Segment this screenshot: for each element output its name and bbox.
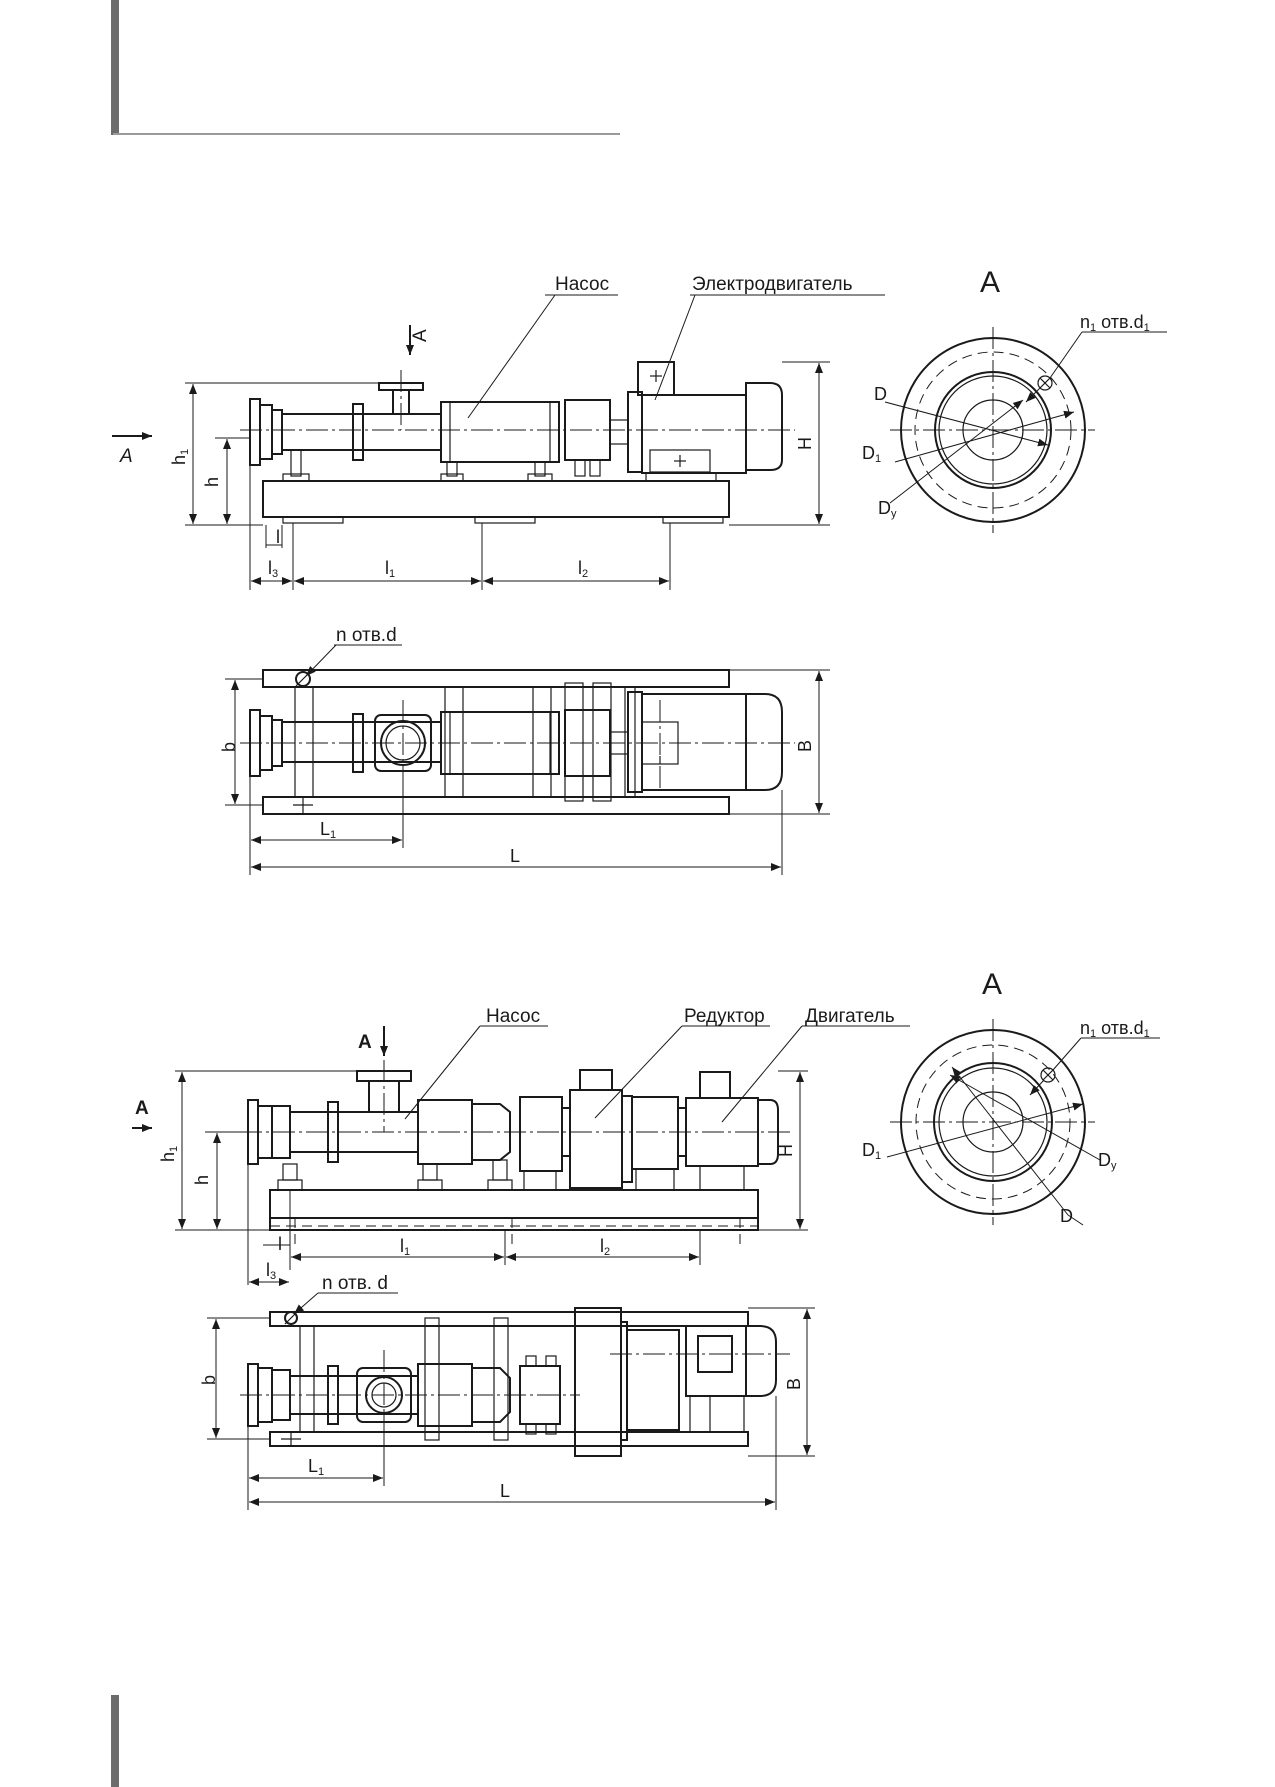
holes-label: n отв.d — [336, 625, 397, 646]
drawing2-top-view — [240, 1307, 790, 1457]
holes2-label: n отв. d — [322, 1273, 388, 1294]
dim2-l: l — [278, 1234, 282, 1254]
flange-D-label: D — [874, 384, 887, 404]
dim2-l3: l3 — [266, 1260, 276, 1282]
flange2-holes-label: n1 отв.d1 — [1080, 1018, 1150, 1040]
drawing1-dimensions — [185, 361, 830, 590]
pump2-leader — [404, 1025, 481, 1120]
view2-label: A — [135, 1098, 149, 1119]
drawing1-top-dimensions — [225, 669, 830, 875]
dim-b: b — [219, 742, 239, 752]
pump2-label: Насос — [486, 1006, 540, 1027]
dim2-h: h — [192, 1175, 212, 1185]
dim-l1: l1 — [385, 558, 395, 580]
view-label: A — [119, 446, 133, 467]
flange-view-title: A — [980, 266, 1000, 299]
dim2-B: B — [784, 1378, 804, 1390]
dim-h1: h1 — [169, 449, 191, 465]
drawing2-top-dimensions — [207, 1307, 815, 1510]
dim2-b: b — [199, 1375, 219, 1385]
motor2-leader — [721, 1025, 803, 1123]
drawing2-dimensions — [175, 1070, 808, 1286]
reducer-leader — [594, 1025, 683, 1119]
section2-letter: A — [358, 1032, 372, 1053]
dim2-h1: h1 — [158, 1146, 180, 1162]
drawing2-side-view — [240, 1060, 790, 1245]
dim-l2: l2 — [578, 558, 588, 580]
dim2-L1: L1 — [308, 1456, 324, 1478]
flange-Dy-label: Dy — [878, 498, 897, 520]
flange-holes-label: n1 отв.d1 — [1080, 312, 1150, 334]
dim2-L: L — [500, 1481, 510, 1501]
pump-label: Насос — [555, 274, 609, 295]
header-vertical-bar — [111, 0, 119, 135]
drawing2-flange-view — [886, 1019, 1160, 1226]
dim2-l2: l2 — [600, 1236, 610, 1258]
flange2-view-title: A — [982, 968, 1002, 1001]
motor-label: Электродвигатель — [692, 274, 853, 295]
drawing1-side-view — [240, 361, 795, 524]
motor-leader — [654, 294, 696, 401]
drawing1-top-view — [240, 669, 795, 815]
holes2-leader — [293, 1292, 319, 1315]
flange-D1-label: D1 — [862, 443, 881, 465]
dim-L: L — [510, 846, 520, 866]
flange2-Dy-label: Dy — [1098, 1150, 1117, 1172]
dim-l: l — [276, 527, 280, 547]
dim2-H: H — [776, 1144, 796, 1157]
footer-vertical-bar — [111, 1695, 119, 1787]
drawing1-flange-view — [884, 327, 1167, 533]
reducer-label: Редуктор — [684, 1006, 765, 1027]
section-letter: A — [410, 329, 431, 342]
dim-H: H — [795, 437, 815, 450]
motor2-label: Двигатель — [805, 1006, 895, 1027]
dim-h: h — [202, 477, 222, 487]
dim-L1: L1 — [320, 819, 336, 841]
flange2-D1-label: D1 — [862, 1140, 881, 1162]
dim-l3: l3 — [268, 558, 278, 580]
flange2-D-label: D — [1060, 1206, 1073, 1226]
dim2-l1: l1 — [400, 1236, 410, 1258]
dim-B: B — [795, 740, 815, 752]
pump-leader — [467, 294, 556, 419]
holes-leader — [305, 644, 337, 677]
